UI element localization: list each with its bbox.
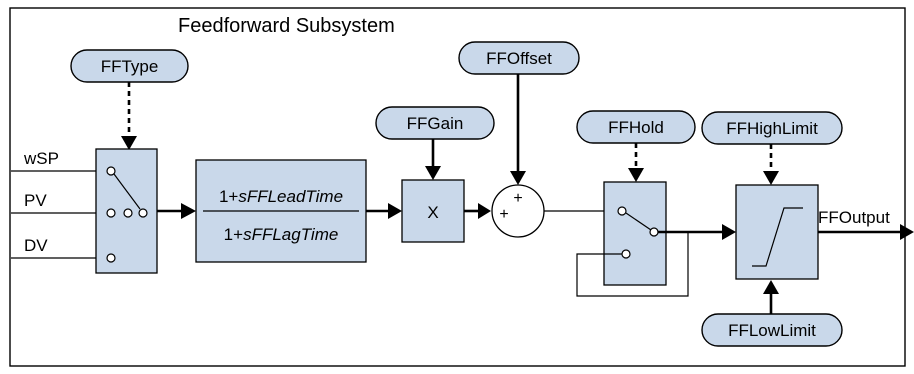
limiter-input-arrowhead: [722, 224, 736, 240]
pv-label: PV: [24, 191, 47, 210]
hold-feedback-loop: [576, 232, 689, 297]
multiplier-block: X: [401, 179, 465, 243]
subsystem-title: Feedforward Subsystem: [178, 15, 395, 37]
fflowlimit-parameter: FFLowLimit: [701, 313, 843, 347]
ffhold-label: FFHold: [608, 118, 664, 137]
ffhold-parameter: FFHold: [576, 110, 696, 144]
summing-junction: + +: [491, 184, 545, 238]
wsp-label: wSP: [23, 149, 59, 168]
sum-top-sign: +: [513, 190, 522, 207]
ffoffset-label: FFOffset: [486, 49, 552, 68]
fflowlimit-arrowhead: [763, 280, 779, 294]
fftype-arrowhead: [121, 136, 137, 150]
limiter-block: [735, 184, 819, 280]
ffgain-label: FFGain: [407, 114, 464, 133]
sum-left-sign: +: [499, 206, 508, 223]
gain-input-arrowhead: [388, 203, 402, 219]
output-arrowhead: [900, 224, 914, 240]
lead-lag-block: 1+sFFLeadTime 1+sFFLagTime: [195, 159, 367, 263]
ffhighlimit-parameter: FFHighLimit: [701, 111, 843, 145]
fftype-label: FFType: [101, 57, 159, 76]
ffhighlimit-label: FFHighLimit: [726, 119, 818, 138]
leadlag-arrowhead: [181, 203, 196, 219]
multiplier-symbol: X: [427, 203, 438, 222]
fflowlimit-label: FFLowLimit: [728, 321, 816, 340]
ffhighlimit-arrowhead: [763, 171, 779, 185]
output-label: FFOutput: [818, 208, 890, 227]
ffgain-arrowhead: [425, 166, 441, 180]
sum-input-arrowhead: [478, 203, 491, 219]
ffoffset-arrowhead: [510, 171, 526, 185]
fftype-parameter: FFType: [70, 49, 189, 83]
lead-lag-numerator: 1+sFFLeadTime: [219, 187, 343, 206]
title-background: [168, 9, 430, 37]
hold-switch: [603, 181, 667, 286]
ffgain-parameter: FFGain: [375, 106, 495, 140]
input-selector-switch: [95, 148, 158, 274]
lead-lag-denominator: 1+sFFLagTime: [224, 225, 339, 244]
ffoffset-parameter: FFOffset: [458, 41, 580, 75]
dv-label: DV: [24, 236, 48, 255]
ffhold-arrowhead: [628, 168, 644, 182]
